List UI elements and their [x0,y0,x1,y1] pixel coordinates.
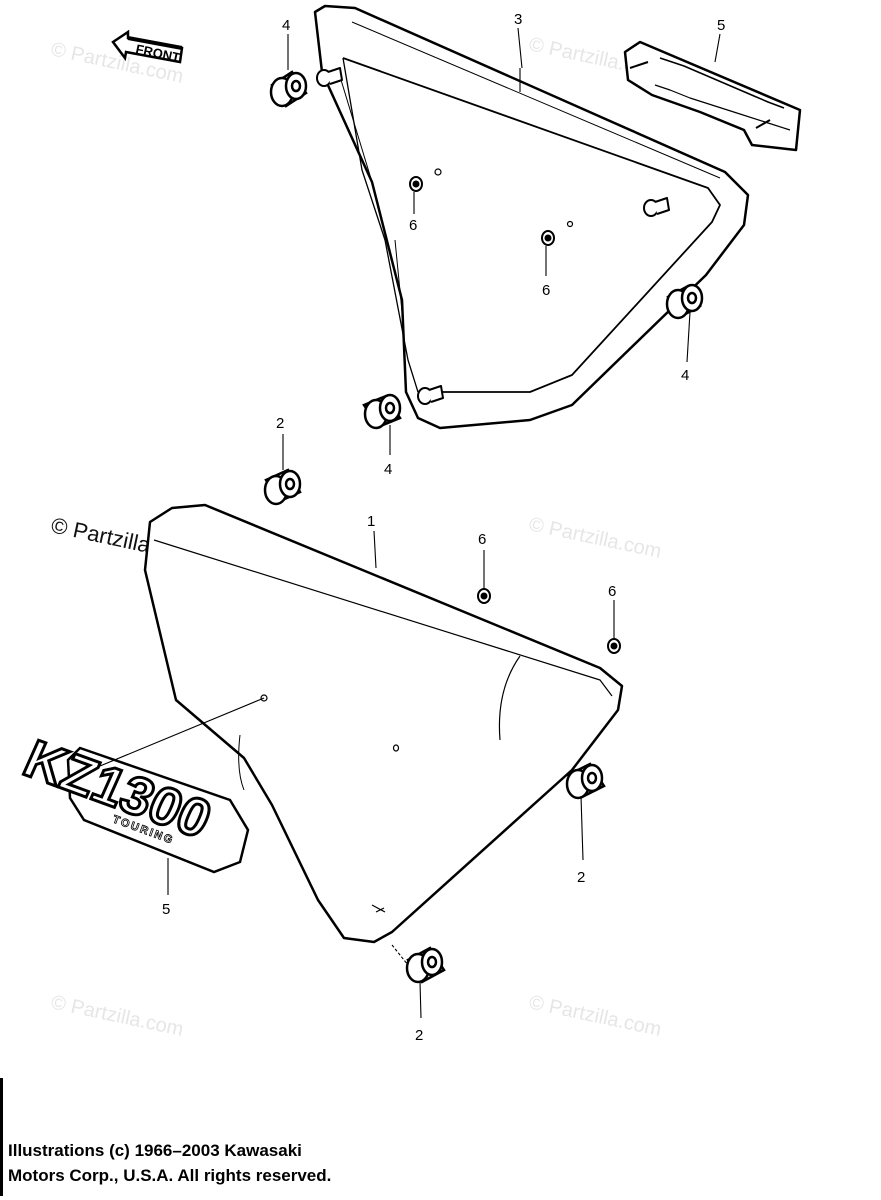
callout-1: 1 [367,513,375,530]
callout-6: 6 [608,583,616,600]
leader-lines [99,27,721,1019]
callout-5: 5 [162,901,170,918]
kz1300-emblem: KZ1300 TOURING [14,728,250,874]
callout-4: 4 [681,367,689,384]
callout-6: 6 [542,282,550,299]
callout-5: 5 [717,17,725,34]
grommet-icon [362,393,402,430]
callout-2: 2 [577,869,585,886]
nut-icon [409,176,423,192]
callout-3: 3 [514,11,522,28]
callout-6: 6 [409,217,417,234]
callout-2: 2 [415,1027,423,1044]
grommet-icon [405,946,446,984]
nut-icon [541,230,555,246]
grommet-icon [665,283,704,320]
grommet-icon [263,468,302,506]
outer-side-cover [143,503,624,944]
nut-icon [477,588,491,604]
callout-6: 6 [478,531,486,548]
inner-side-cover [313,4,750,430]
copyright-notice: Illustrations (c) 1966–2003 Kawasaki Mot… [8,1138,608,1188]
watermark: © Partzilla.com [527,991,663,1041]
front-arrow-icon [111,29,184,64]
trim-strip [623,40,802,152]
nut-icon [607,638,621,654]
watermark: © Partzilla.com [49,991,185,1041]
callouts: 4 3 5 6 6 4 4 2 1 6 6 2 5 2 [162,11,725,1044]
callout-4: 4 [384,461,392,478]
grommet-icon [565,762,606,800]
left-edge-bar [0,1078,3,1196]
copyright-line-2: Motors Corp., U.S.A. All rights reserved… [8,1166,332,1185]
callout-4: 4 [282,17,290,34]
grommet-icon [269,70,308,108]
watermark: © Partzilla.com [527,513,663,563]
callout-2: 2 [276,415,284,432]
copyright-line-1: Illustrations (c) 1966–2003 Kawasaki [8,1141,302,1160]
